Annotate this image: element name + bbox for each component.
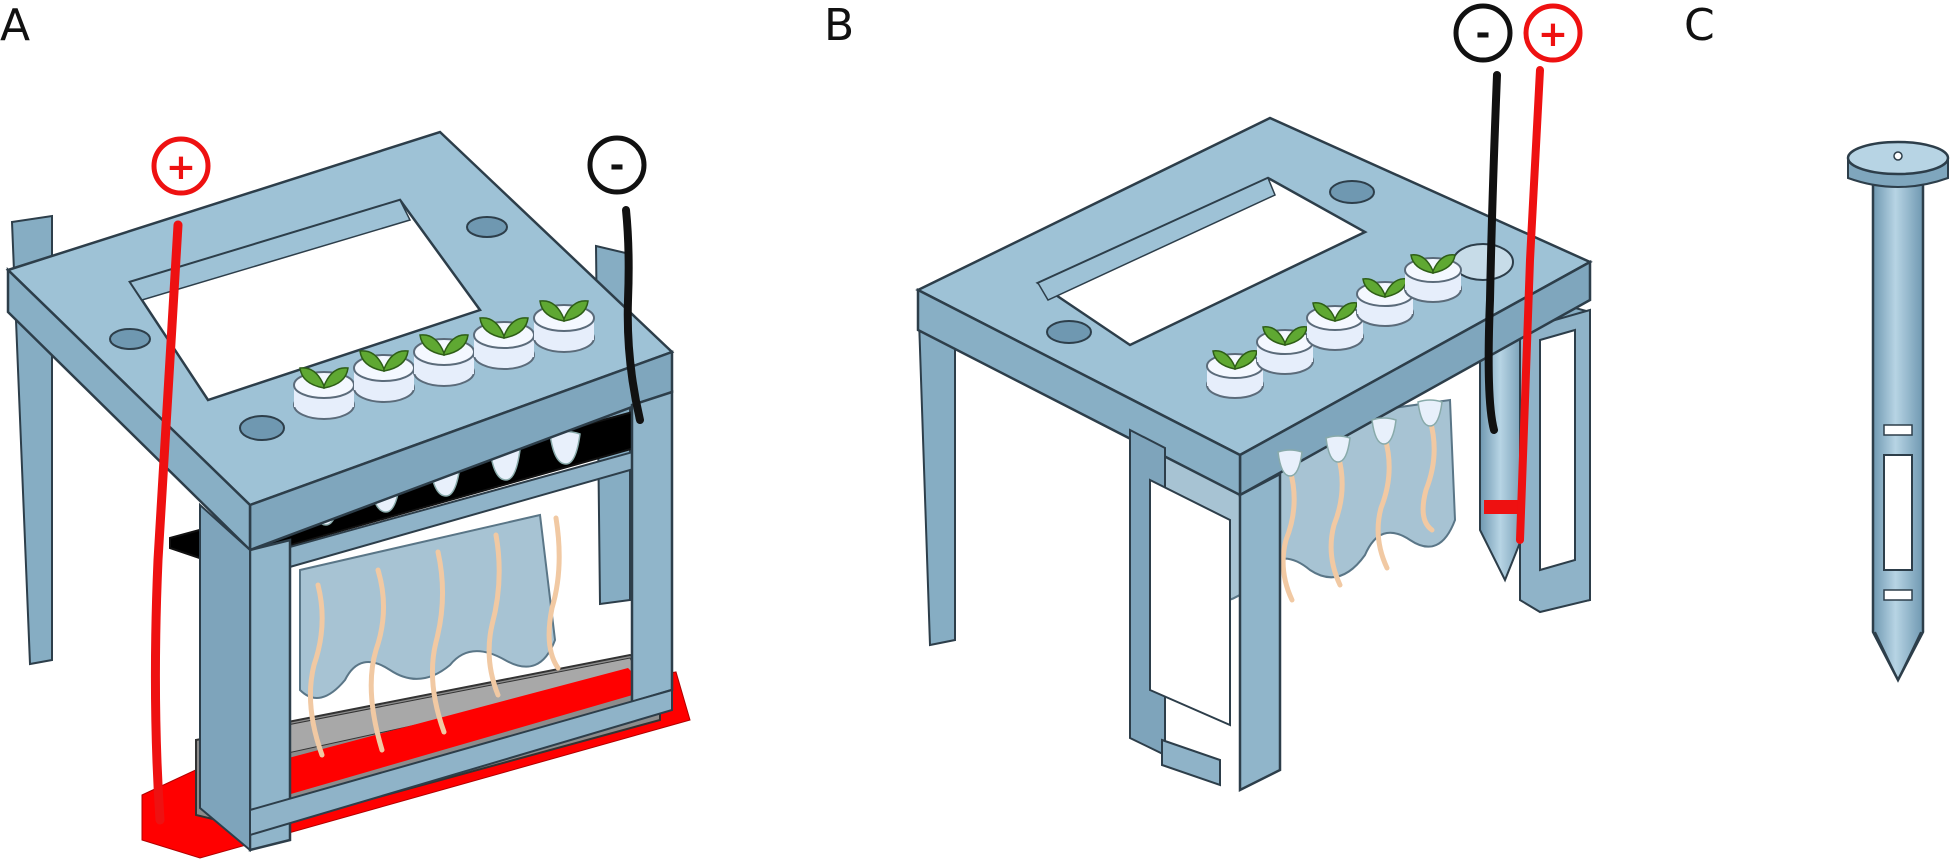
probe-slot bbox=[1883, 424, 1913, 436]
seedling-cup bbox=[1356, 278, 1414, 327]
frame-leg-left-side bbox=[199, 502, 251, 853]
seedling-cup bbox=[533, 300, 595, 353]
mounting-hole bbox=[239, 415, 285, 441]
frame-leg-front-right bbox=[630, 390, 674, 704]
positive-terminal-label bbox=[1523, 3, 1583, 63]
positive-sign: + bbox=[1538, 14, 1568, 55]
seedling-cup-row bbox=[1206, 254, 1462, 399]
mounting-hole bbox=[1329, 180, 1375, 204]
seedling-cup bbox=[353, 350, 415, 403]
positive-wire bbox=[1516, 66, 1544, 544]
probe-window bbox=[1883, 454, 1913, 571]
seedling-cup bbox=[413, 334, 475, 387]
negative-terminal-label bbox=[587, 135, 647, 195]
seedling-roots bbox=[307, 515, 562, 758]
frame-foot bbox=[1161, 738, 1221, 787]
negative-sign: - bbox=[1476, 13, 1491, 54]
positive-sign: + bbox=[166, 147, 196, 188]
seedling-cup-row bbox=[293, 300, 595, 420]
mounting-hole bbox=[466, 216, 508, 238]
frame-bottom-rail bbox=[249, 688, 673, 837]
panel-b-device: - + bbox=[915, 3, 1593, 793]
seedling-roots bbox=[1280, 417, 1437, 603]
mounting-hole bbox=[109, 328, 151, 350]
probe-port bbox=[1452, 243, 1514, 281]
panel-a-device: + - bbox=[5, 130, 691, 859]
seedling-cup bbox=[1306, 302, 1364, 351]
panel-label-b: B bbox=[824, 0, 855, 51]
seedling-cup bbox=[1256, 326, 1314, 375]
tray-red-fill bbox=[262, 668, 650, 800]
panel-label-a: A bbox=[0, 0, 31, 51]
negative-sign: - bbox=[610, 145, 625, 186]
panel-label-c: C bbox=[1684, 0, 1715, 51]
seedling-cup bbox=[1206, 350, 1264, 399]
negative-wire bbox=[622, 206, 644, 424]
negative-wire bbox=[1484, 71, 1501, 434]
seedling-cup bbox=[1404, 254, 1462, 303]
panel-c-probe bbox=[1846, 140, 1950, 683]
positive-wire bbox=[150, 220, 183, 825]
probe-center-hole bbox=[1893, 151, 1903, 161]
mounting-hole bbox=[1046, 320, 1092, 344]
seedling-tubes bbox=[1277, 399, 1443, 477]
positive-terminal-label bbox=[151, 136, 211, 196]
seedling-cup bbox=[473, 317, 535, 370]
negative-terminal-label bbox=[1453, 3, 1513, 63]
seedling-cup bbox=[293, 367, 355, 420]
probe-slot bbox=[1883, 589, 1913, 601]
frame-leg-front bbox=[1238, 471, 1282, 793]
